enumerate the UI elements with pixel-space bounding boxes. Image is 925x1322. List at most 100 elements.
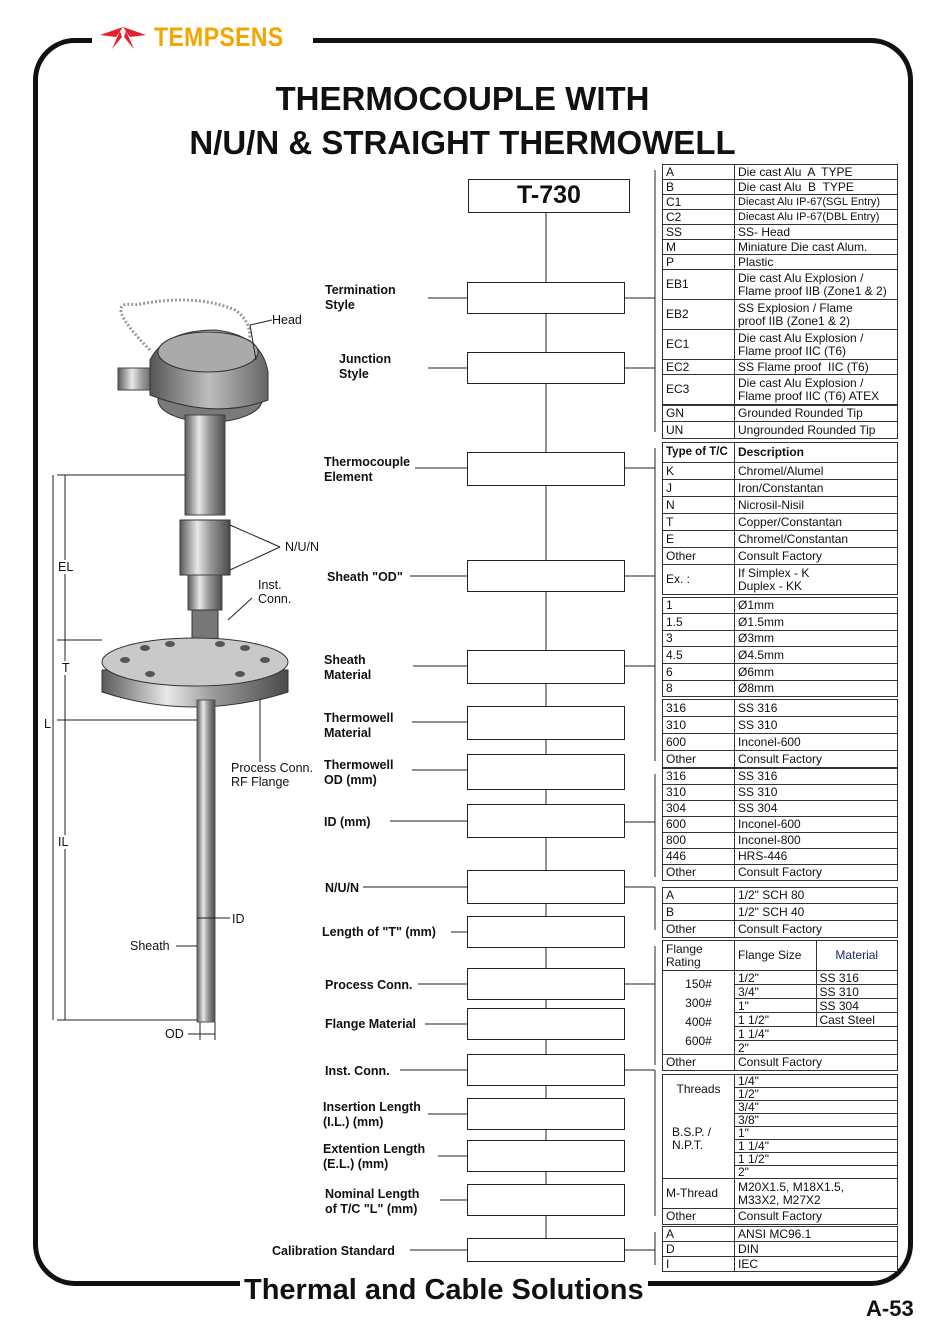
code-cell: C2 [662, 209, 735, 225]
element-input-box[interactable] [467, 452, 625, 486]
code-cell: Type of T/C [662, 442, 735, 463]
id-input-box[interactable] [467, 804, 625, 838]
code-cell: E [662, 530, 735, 548]
flange-ratings-cell: 150# 300# 400# 600# [662, 970, 735, 1055]
calibration-label: Calibration Standard [272, 1244, 395, 1258]
description-cell: HRS-446 [734, 848, 898, 865]
mthread-cell: M20X1.5, M18X1.5, M33X2, M27X2 [734, 1178, 898, 1209]
t-diagram-label: T [62, 661, 70, 675]
length-t-input-box[interactable] [467, 916, 625, 948]
description-cell: SS Explosion / Flame proof IIB (Zone1 & … [734, 299, 898, 330]
sheath-material-input-box[interactable] [467, 650, 625, 684]
code-cell: EC2 [662, 359, 735, 375]
code-cell: Other [662, 547, 735, 565]
junction-input-box[interactable] [467, 352, 625, 384]
description-cell: Die cast Alu Explosion / Flame proof IIB… [734, 269, 898, 300]
flange-bolt-hole [120, 657, 130, 663]
flange-size-cell: 1 1/4" [734, 1026, 898, 1041]
description-cell: Diecast Alu IP-67(DBL Entry) [734, 209, 898, 225]
model-code-box: T-730 [468, 179, 630, 213]
code-cell: 1 [662, 597, 735, 614]
head-diagram-label: Head [272, 313, 302, 327]
thermowell-od-input-box[interactable] [467, 754, 625, 790]
flange-size-cell: 1" [734, 998, 817, 1013]
code-cell: EC1 [662, 329, 735, 360]
flange-bolt-hole [260, 657, 270, 663]
termination-input-box[interactable] [467, 282, 625, 314]
mthread-cell: M-Thread [662, 1178, 735, 1209]
description-cell: Diecast Alu IP-67(SGL Entry) [734, 194, 898, 210]
description-cell: Inconel-800 [734, 832, 898, 849]
inst-conn-input-box[interactable] [467, 1054, 625, 1086]
nun-input-box[interactable] [467, 870, 625, 904]
description-cell: SS 316 [734, 768, 898, 785]
flange-material-input-box[interactable] [467, 1008, 625, 1040]
code-cell: 310 [662, 784, 735, 801]
code-cell: D [662, 1241, 735, 1257]
termination-label: Termination Style [325, 283, 396, 312]
flange-header-cell: Flange Rating [662, 940, 735, 971]
code-cell: EC3 [662, 374, 735, 405]
insertion-length-label: Insertion Length (I.L.) (mm) [323, 1100, 421, 1129]
bsp-npt-label: B.S.P. / N.P.T. [672, 1125, 712, 1152]
junction-label: Junction Style [339, 352, 392, 381]
code-cell: 446 [662, 848, 735, 865]
inst-conn-diagram-label: Inst. Conn. [258, 578, 292, 606]
logo: TEMPSENS [92, 22, 313, 53]
description-cell: Plastic [734, 254, 898, 270]
thread-size-cell: 1 1/4" [734, 1139, 898, 1153]
extension-length-input-box[interactable] [467, 1140, 625, 1172]
code-cell: Other [662, 864, 735, 881]
code-cell: 600 [662, 733, 735, 751]
extension-length-label: Extention Length (E.L.) (mm) [323, 1142, 426, 1171]
insertion-length-input-box[interactable] [467, 1098, 625, 1130]
flange-header-cell: Flange Size [734, 940, 817, 971]
code-cell: 8 [662, 680, 735, 697]
thermowell-od-label: Thermowell OD (mm) [324, 758, 394, 787]
code-cell: Other [662, 920, 735, 938]
thread-size-cell: 1/2" [734, 1087, 898, 1101]
sheath-od-input-box[interactable] [467, 560, 625, 592]
inst-conn-label: Inst. Conn. [325, 1064, 390, 1078]
id-diagram-label: ID [232, 912, 245, 926]
nominal-length-input-box[interactable] [467, 1184, 625, 1216]
description-cell: ANSI MC96.1 [734, 1226, 898, 1242]
description-cell: Die cast Alu Explosion / Flame proof IIC… [734, 329, 898, 360]
nun-label: N/U/N [325, 881, 360, 895]
description-cell: SS 310 [734, 784, 898, 801]
description-cell: 1/2" SCH 80 [734, 887, 898, 904]
flange-bolt-hole [140, 645, 150, 651]
description-cell: IEC [734, 1256, 898, 1272]
process-conn-input-box[interactable] [467, 968, 625, 1000]
thermowell-stem [196, 699, 216, 1023]
thermowell-material-input-box[interactable] [467, 706, 625, 740]
description-cell: Consult Factory [734, 920, 898, 938]
page-number: A-53 [866, 1296, 914, 1321]
code-cell: B [662, 179, 735, 195]
code-cell: EB1 [662, 269, 735, 300]
calibration-input-box[interactable] [467, 1238, 625, 1262]
flange-icon [101, 637, 289, 687]
il-diagram-label: IL [58, 835, 69, 849]
flange-material-cell: SS 316 [815, 970, 898, 985]
code-cell: C1 [662, 194, 735, 210]
code-cell: 800 [662, 832, 735, 849]
